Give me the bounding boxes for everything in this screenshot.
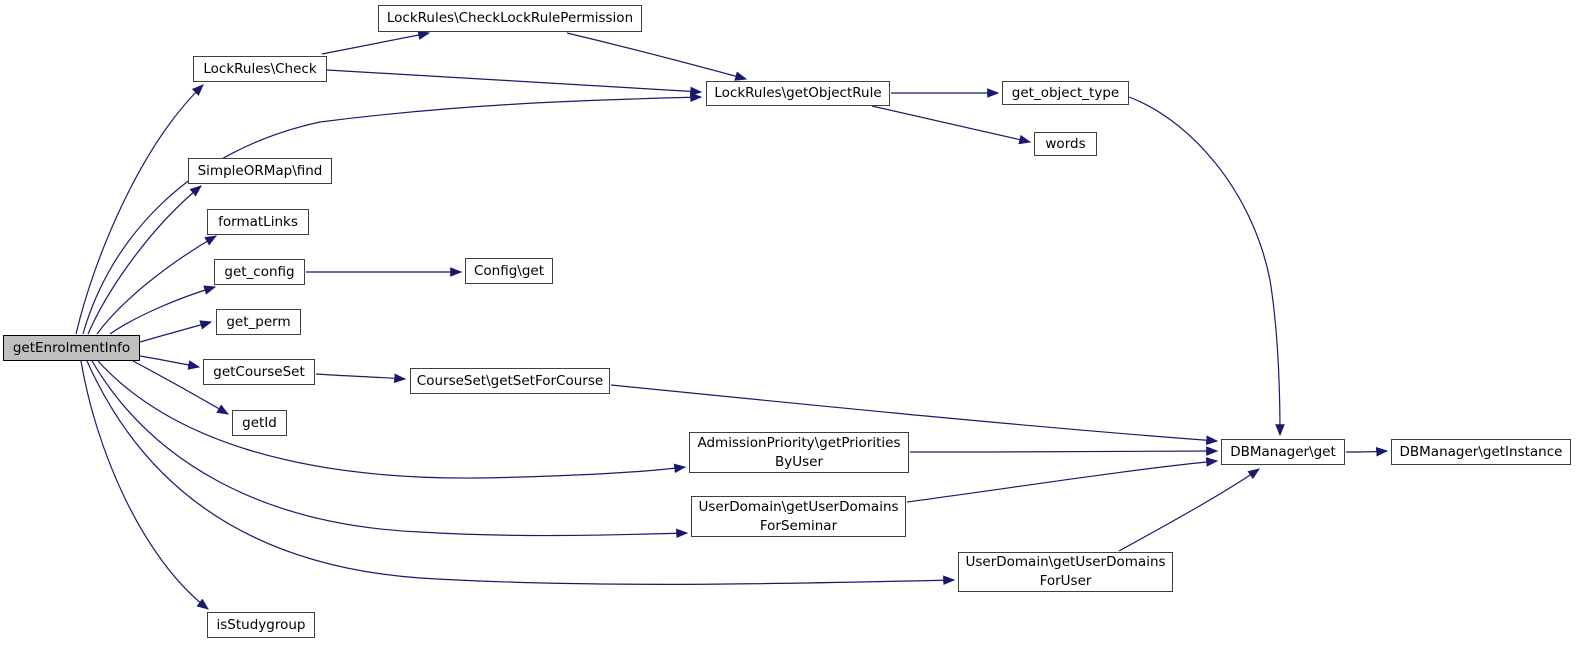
edge-root-to-get-object-rule — [82, 92, 703, 335]
edge-get-object-rule-to-words — [871, 105, 1032, 145]
edge-get-priorities-by-user-to-dbmanager-get — [909, 446, 1219, 456]
node-format-links[interactable]: formatLinks — [207, 209, 309, 235]
node-config-get[interactable]: Config\get — [465, 258, 553, 284]
edge-get-set-for-course-to-dbmanager-get — [610, 384, 1219, 445]
edge-root-to-get-course-set — [139, 355, 201, 370]
edge-root-to-get-perm — [139, 320, 213, 343]
node-get-course-set[interactable]: getCourseSet — [203, 359, 315, 385]
node-get-config[interactable]: get_config — [214, 259, 305, 285]
edge-root-to-user-domains-for-user — [86, 360, 956, 586]
edge-root-to-user-domains-for-seminar — [91, 360, 689, 539]
node-userdomain-get-user-domains-for-user[interactable]: UserDomain\getUserDomains ForUser — [958, 552, 1173, 592]
node-courseset-get-set-for-course[interactable]: CourseSet\getSetForCourse — [410, 368, 610, 394]
node-is-studygroup[interactable]: isStudygroup — [207, 612, 315, 638]
node-lockrules-check[interactable]: LockRules\Check — [193, 56, 327, 82]
edge-dbmanager-get-to-dbmanager-get-instance — [1345, 446, 1389, 457]
node-lockrules-check-lock-rule-permission[interactable]: LockRules\CheckLockRulePermission — [378, 5, 642, 32]
edge-check-lock-rule-permission-to-get-object-rule — [566, 32, 748, 81]
node-words[interactable]: words — [1034, 132, 1097, 156]
node-get-id[interactable]: getId — [232, 410, 287, 436]
edge-get-course-set-to-get-set-for-course — [315, 373, 407, 384]
edge-user-domains-for-user-to-dbmanager-get — [1118, 468, 1260, 552]
node-userdomain-get-user-domains-for-seminar[interactable]: UserDomain\getUserDomains ForSeminar — [691, 496, 906, 537]
node-get-object-type[interactable]: get_object_type — [1002, 81, 1129, 105]
edge-user-domains-for-seminar-to-dbmanager-get — [906, 457, 1219, 503]
edge-root-to-is-studygroup — [80, 360, 209, 610]
edge-root-to-get-id — [132, 360, 230, 415]
edge-root-to-get-priorities-by-user — [97, 360, 687, 479]
node-dbmanager-get[interactable]: DBManager\get — [1221, 439, 1345, 465]
edge-get-object-type-to-dbmanager-get — [1128, 96, 1285, 437]
node-dbmanager-get-instance[interactable]: DBManager\getInstance — [1391, 439, 1571, 465]
edge-root-to-lockrules-check — [75, 84, 204, 335]
edge-check-to-check-lock-rule-permission — [321, 30, 431, 55]
edge-root-to-format-links — [96, 235, 218, 335]
edge-root-to-get-config — [109, 285, 217, 335]
edge-root-to-simpleormap-find — [87, 185, 202, 335]
edge-check-to-get-object-rule — [326, 69, 703, 97]
node-simpleormap-find[interactable]: SimpleORMap\find — [188, 158, 332, 184]
node-lockrules-get-object-rule[interactable]: LockRules\getObjectRule — [706, 81, 890, 106]
node-admission-priority-get-priorities-by-user[interactable]: AdmissionPriority\getPriorities ByUser — [689, 432, 909, 473]
node-get-perm[interactable]: get_perm — [216, 309, 301, 335]
node-get-enrolment-info[interactable]: getEnrolmentInfo — [3, 335, 140, 361]
